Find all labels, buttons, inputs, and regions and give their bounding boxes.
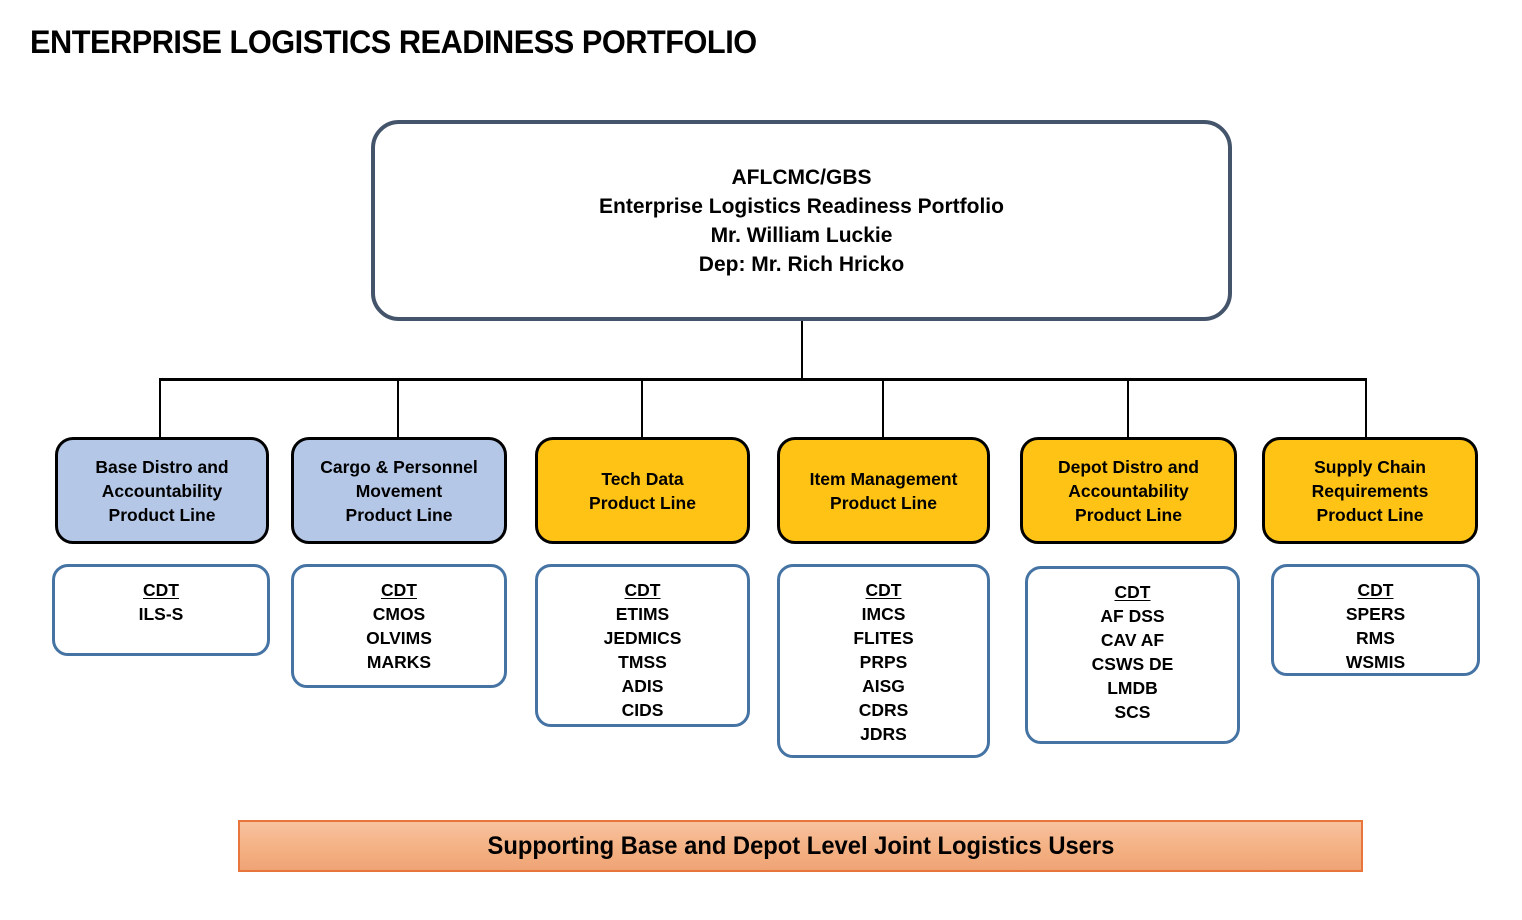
cdt-card-cargo-personnel: CDT CMOS OLVIMS MARKS bbox=[291, 564, 507, 688]
cdt-system-item: AF DSS bbox=[1100, 606, 1165, 626]
cdt-system-item: ETIMS bbox=[615, 604, 670, 624]
cdt-system-item: WSMIS bbox=[1345, 652, 1406, 672]
connector-drop-3 bbox=[641, 381, 643, 437]
cdt-heading: CDT bbox=[143, 580, 179, 600]
cdt-system-item: AISG bbox=[862, 676, 905, 696]
cdt-system-item: ILS-S bbox=[138, 604, 184, 624]
cdt-heading: CDT bbox=[865, 580, 902, 600]
slide-title: ENTERPRISE LOGISTICS READINESS PORTFOLIO bbox=[30, 24, 757, 60]
connector-drop-2 bbox=[397, 381, 399, 437]
product-line-box-cargo-personnel: Cargo & Personnel Movement Product Line bbox=[291, 437, 507, 544]
cdt-system-item: MARKS bbox=[366, 652, 432, 672]
cdt-system-item: TMSS bbox=[618, 652, 667, 672]
product-line-label: Supply Chain Requirements Product Line bbox=[1311, 456, 1429, 525]
cdt-system-item: IMCS bbox=[861, 604, 906, 624]
connector-drop-6 bbox=[1365, 381, 1367, 437]
cdt-heading: CDT bbox=[381, 580, 417, 600]
cdt-system-item: CIDS bbox=[621, 700, 664, 720]
product-line-label: Cargo & Personnel Movement Product Line bbox=[320, 456, 478, 525]
cdt-system-item: CDRS bbox=[858, 700, 909, 720]
cdt-system-item: SCS bbox=[1114, 702, 1151, 722]
cdt-system-item: CMOS bbox=[372, 604, 426, 624]
cdt-system-item: FLITES bbox=[853, 628, 914, 648]
cdt-system-list: ILS-S bbox=[139, 602, 184, 626]
cdt-system-item: JDRS bbox=[860, 724, 907, 744]
supporting-users-banner: Supporting Base and Depot Level Joint Lo… bbox=[238, 820, 1363, 872]
cdt-system-item: SPERS bbox=[1345, 604, 1406, 624]
product-line-box-tech-data: Tech Data Product Line bbox=[535, 437, 750, 544]
product-line-box-depot-distro: Depot Distro and Accountability Product … bbox=[1020, 437, 1237, 544]
product-line-label: Item Management Product Line bbox=[809, 468, 958, 513]
cdt-system-item: CSWS DE bbox=[1091, 654, 1174, 674]
product-line-label: Tech Data Product Line bbox=[589, 468, 696, 513]
cdt-system-item: JEDMICS bbox=[603, 628, 682, 648]
root-deputy-name: Dep: Mr. Rich Hricko bbox=[698, 252, 905, 276]
product-line-label: Base Distro and Accountability Product L… bbox=[95, 456, 229, 525]
banner-text: Supporting Base and Depot Level Joint Lo… bbox=[487, 831, 1114, 860]
cdt-system-list: ETIMS JEDMICS TMSS ADIS CIDS bbox=[604, 602, 682, 722]
cdt-card-tech-data: CDT ETIMS JEDMICS TMSS ADIS CIDS bbox=[535, 564, 750, 727]
cdt-card-base-distro: CDT ILS-S bbox=[52, 564, 270, 656]
product-line-label: Depot Distro and Accountability Product … bbox=[1058, 456, 1199, 525]
root-portfolio-name: Enterprise Logistics Readiness Portfolio bbox=[599, 194, 1004, 218]
cdt-card-depot-distro: CDT AF DSS CAV AF CSWS DE LMDB SCS bbox=[1025, 566, 1240, 744]
cdt-system-list: SPERS RMS WSMIS bbox=[1346, 602, 1405, 674]
cdt-system-list: IMCS FLITES PRPS AISG CDRS JDRS bbox=[853, 602, 913, 746]
root-org-name: AFLCMC/GBS bbox=[731, 165, 872, 189]
root-org-box: AFLCMC/GBS Enterprise Logistics Readines… bbox=[371, 120, 1232, 321]
connector-horizontal-bus bbox=[159, 378, 1367, 381]
cdt-system-item: OLVIMS bbox=[366, 628, 432, 648]
cdt-system-list: AF DSS CAV AF CSWS DE LMDB SCS bbox=[1092, 604, 1174, 724]
cdt-system-item: RMS bbox=[1356, 628, 1395, 648]
cdt-heading: CDT bbox=[624, 580, 661, 600]
cdt-system-list: CMOS OLVIMS MARKS bbox=[366, 602, 432, 674]
product-line-box-supply-chain: Supply Chain Requirements Product Line bbox=[1262, 437, 1478, 544]
cdt-card-supply-chain: CDT SPERS RMS WSMIS bbox=[1271, 564, 1480, 676]
connector-root-drop bbox=[801, 321, 803, 379]
connector-drop-4 bbox=[882, 381, 884, 437]
cdt-heading: CDT bbox=[1114, 582, 1151, 602]
product-line-box-item-management: Item Management Product Line bbox=[777, 437, 990, 544]
cdt-card-item-management: CDT IMCS FLITES PRPS AISG CDRS JDRS bbox=[777, 564, 990, 758]
connector-drop-1 bbox=[159, 381, 161, 437]
root-lead-name: Mr. William Luckie bbox=[710, 223, 893, 247]
cdt-system-item: PRPS bbox=[859, 652, 908, 672]
cdt-heading: CDT bbox=[1357, 580, 1394, 600]
cdt-system-item: LMDB bbox=[1107, 678, 1158, 698]
connector-drop-5 bbox=[1127, 381, 1129, 437]
cdt-system-item: CAV AF bbox=[1100, 630, 1165, 650]
product-line-box-base-distro: Base Distro and Accountability Product L… bbox=[55, 437, 269, 544]
cdt-system-item: ADIS bbox=[621, 676, 664, 696]
